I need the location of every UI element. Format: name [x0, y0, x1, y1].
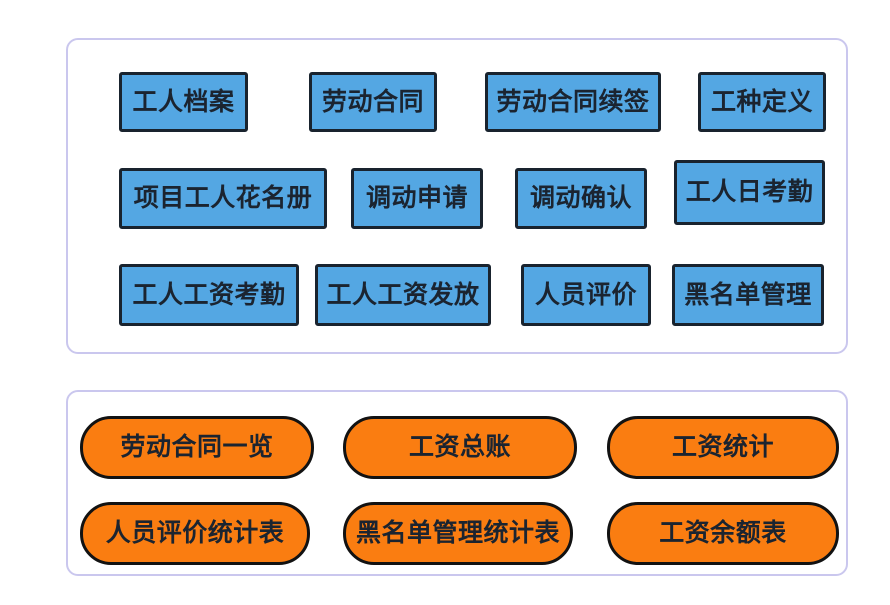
module-button-label: 调动确认: [529, 184, 632, 212]
module-button-job-type-definition[interactable]: 工种定义: [698, 72, 826, 132]
report-button-labor-contract-overview[interactable]: 劳动合同一览: [80, 416, 314, 479]
report-button-label: 工资统计: [671, 433, 774, 461]
module-button-project-worker-roster[interactable]: 项目工人花名册: [119, 168, 327, 229]
report-button-wage-statistics[interactable]: 工资统计: [607, 416, 839, 479]
module-button-label: 人员评价: [534, 280, 637, 309]
report-button-label: 工资余额表: [659, 519, 787, 547]
report-button-label: 工资总账: [408, 433, 511, 461]
module-button-labor-contract-renewal[interactable]: 劳动合同续签: [485, 72, 661, 132]
module-button-label: 工种定义: [710, 87, 813, 116]
module-button-label: 黑名单管理: [684, 280, 812, 309]
module-button-label: 劳动合同续签: [496, 87, 650, 116]
module-button-transfer-confirmation[interactable]: 调动确认: [515, 168, 647, 229]
module-button-personnel-evaluation[interactable]: 人员评价: [521, 264, 651, 326]
module-button-label: 工人工资考勤: [132, 280, 286, 309]
report-button-wage-balance-report[interactable]: 工资余额表: [607, 502, 839, 565]
report-button-blacklist-management-report[interactable]: 黑名单管理统计表: [343, 502, 573, 565]
module-button-label: 调动申请: [365, 184, 468, 212]
module-button-label: 工人日考勤: [685, 178, 814, 206]
report-button-label: 黑名单管理统计表: [355, 519, 560, 547]
module-button-labor-contract[interactable]: 劳动合同: [309, 72, 437, 132]
report-button-label: 劳动合同一览: [120, 433, 274, 461]
module-button-worker-archive[interactable]: 工人档案: [119, 72, 248, 132]
report-button-label: 人员评价统计表: [105, 519, 285, 547]
reports-panel: 劳动合同一览 工资总账 工资统计 人员评价统计表 黑名单管理统计表 工资余额表: [66, 390, 848, 576]
module-button-worker-daily-attendance[interactable]: 工人日考勤: [674, 160, 825, 225]
module-button-transfer-application[interactable]: 调动申请: [351, 168, 483, 229]
report-button-wage-ledger[interactable]: 工资总账: [343, 416, 577, 479]
module-button-label: 劳动合同: [321, 87, 424, 116]
report-button-personnel-evaluation-report[interactable]: 人员评价统计表: [80, 502, 310, 565]
module-button-worker-wage-payment[interactable]: 工人工资发放: [315, 264, 491, 326]
module-button-label: 项目工人花名册: [133, 184, 313, 212]
module-button-worker-wage-attendance[interactable]: 工人工资考勤: [119, 264, 299, 326]
module-button-blacklist-management[interactable]: 黑名单管理: [672, 264, 824, 326]
module-button-label: 工人档案: [132, 87, 235, 116]
modules-panel: 工人档案 劳动合同 劳动合同续签 工种定义 项目工人花名册 调动申请 调动确认 …: [66, 38, 848, 354]
module-button-label: 工人工资发放: [326, 280, 480, 309]
